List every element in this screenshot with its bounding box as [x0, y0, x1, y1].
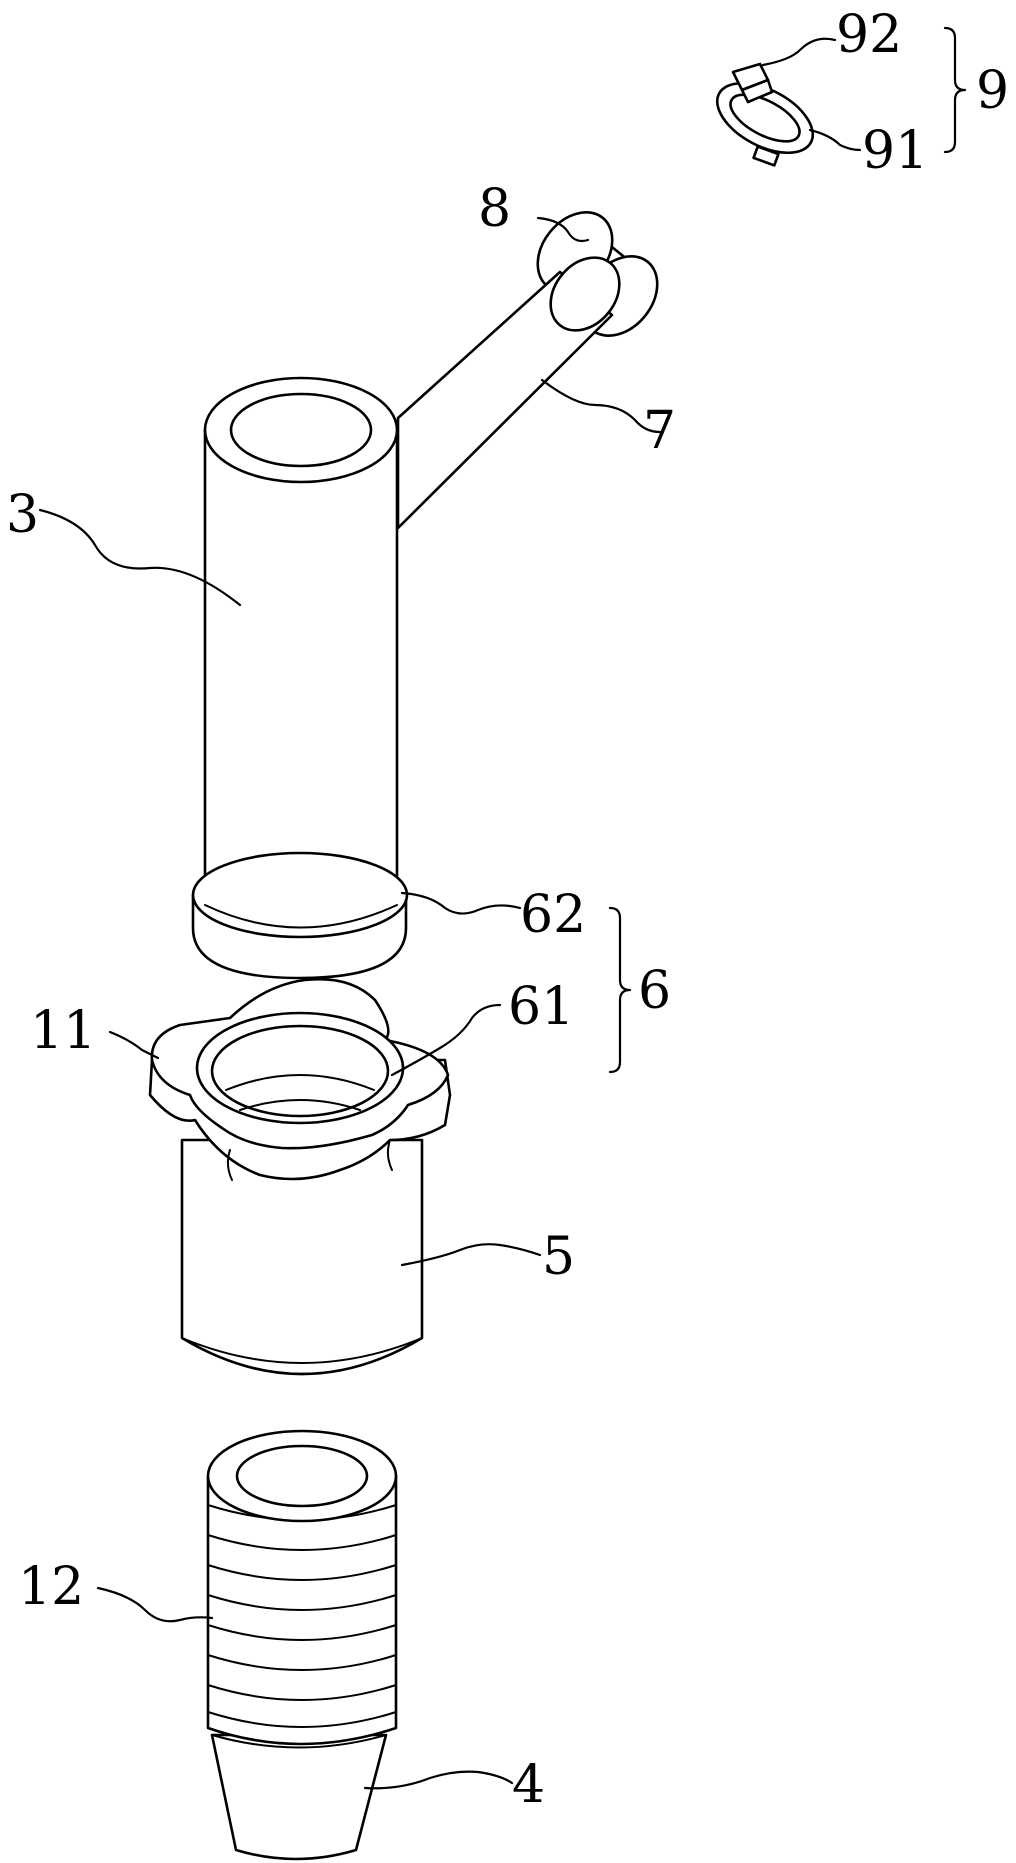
label-7: 7 — [643, 401, 676, 461]
label-8: 8 — [478, 179, 511, 239]
label-5: 5 — [542, 1227, 575, 1287]
connector-ring-part-61 — [197, 1013, 403, 1123]
label-61: 61 — [508, 977, 574, 1037]
leader-lines — [40, 39, 860, 1789]
label-92: 92 — [836, 5, 902, 65]
label-91: 91 — [862, 121, 928, 181]
main-tube-part-3 — [205, 378, 397, 910]
reference-numerals: 3 8 7 92 91 9 62 61 6 11 5 12 4 — [6, 5, 1009, 1815]
cone-part-4 — [212, 1735, 386, 1859]
label-4: 4 — [512, 1755, 545, 1815]
label-62: 62 — [520, 885, 586, 945]
label-3: 3 — [6, 485, 39, 545]
label-12: 12 — [18, 1557, 84, 1617]
group-braces — [610, 28, 965, 1072]
clamp-part-9 — [706, 64, 824, 167]
label-11: 11 — [30, 1001, 96, 1061]
flange-ring-part-62 — [193, 853, 407, 978]
label-6: 6 — [638, 961, 671, 1021]
branch-tube-part-7 — [398, 244, 633, 528]
label-9: 9 — [976, 61, 1009, 121]
ribbed-nipple-part-12 — [208, 1431, 396, 1744]
